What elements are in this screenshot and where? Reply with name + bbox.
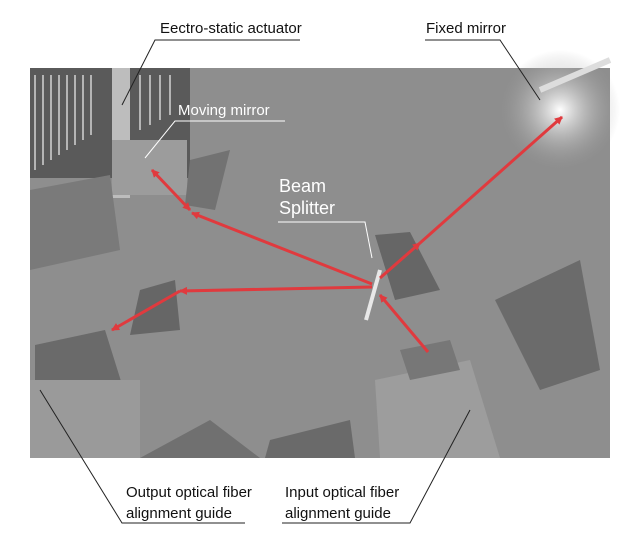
label-fixed-mirror: Fixed mirror [426,20,506,37]
label-moving-mirror: Moving mirror [178,102,270,119]
input-beam [378,294,430,353]
splitter-to-fixed-beam [379,241,421,280]
moving-mirror-beam [150,168,192,212]
label-input-guide-1: Input optical fiber [285,484,399,501]
fixed-mirror-beam [419,115,563,245]
label-actuator: Eectro-static actuator [160,20,302,37]
label-output-guide-1: Output optical fiber [126,484,252,501]
label-beam-splitter-1: Beam [279,176,326,196]
beam-paths [111,115,563,353]
label-input-guide-2: alignment guide [285,505,391,522]
splitter-to-output-beam [179,285,373,295]
sem-image [30,50,620,458]
output-beam [111,289,181,332]
beam-splitter [364,269,382,321]
splitter-to-moving-beam [191,211,373,286]
leader-lines [39,39,541,524]
label-output-guide-2: alignment guide [126,505,232,522]
label-beam-splitter-2: Splitter [279,198,335,218]
